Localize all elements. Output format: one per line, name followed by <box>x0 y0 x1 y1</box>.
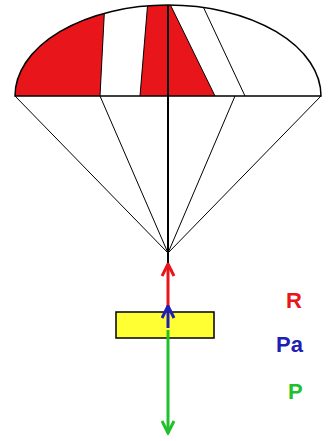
force-arrow <box>167 306 170 328</box>
suspension-line <box>15 96 168 253</box>
force-label: R <box>286 290 302 312</box>
canopy-seam <box>140 0 148 96</box>
force-label: P <box>288 381 303 403</box>
canopy-panel <box>140 0 215 96</box>
force-arrow <box>167 264 170 312</box>
central-line <box>167 6 169 312</box>
canopy-seam <box>168 0 215 96</box>
load-box <box>116 312 214 338</box>
suspension-line <box>168 96 235 253</box>
suspension-line <box>100 96 168 253</box>
force-arrow <box>167 330 170 433</box>
suspension-line <box>168 96 321 253</box>
force-label: Pa <box>276 334 303 356</box>
canopy-panel <box>10 0 105 96</box>
